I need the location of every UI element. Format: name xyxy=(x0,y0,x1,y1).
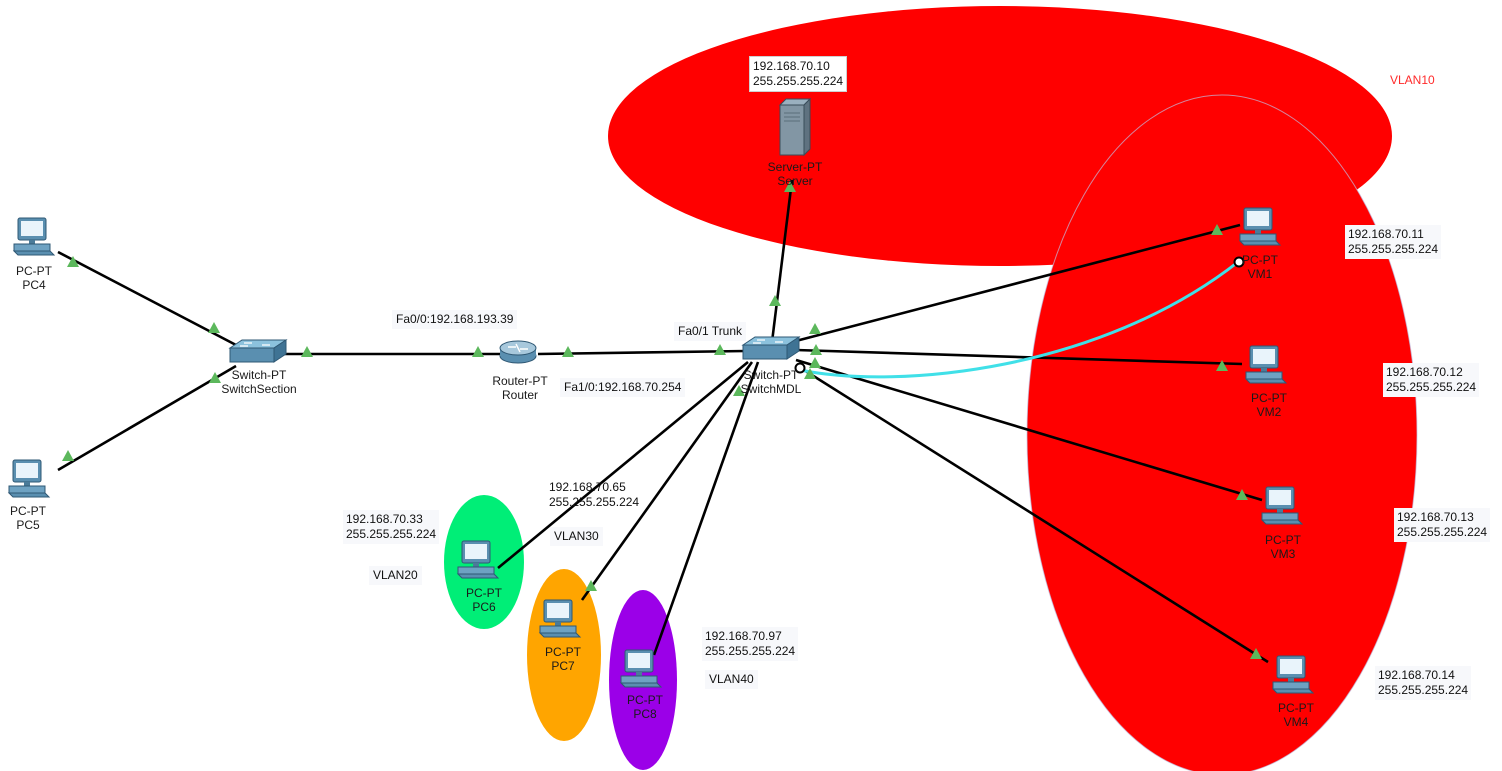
status-light xyxy=(562,346,574,357)
status-light xyxy=(804,368,816,379)
link-switchmdl-vm2[interactable] xyxy=(795,348,1243,366)
status-light xyxy=(1236,489,1248,500)
status-light xyxy=(67,256,79,267)
status-light xyxy=(784,181,796,192)
status-light xyxy=(809,357,821,368)
status-light xyxy=(1216,360,1228,371)
router-fa00-label: Fa0/0:192.168.193.39 xyxy=(392,310,518,329)
links xyxy=(57,179,1269,664)
pc4-icon[interactable] xyxy=(13,217,55,256)
link-switchmdl-vm1[interactable] xyxy=(791,223,1241,344)
status-light xyxy=(733,385,745,396)
vlan40-label: VLAN40 xyxy=(705,670,758,689)
switchmdl-icon[interactable] xyxy=(742,336,800,360)
server-icon[interactable] xyxy=(779,98,811,156)
console-cable[interactable] xyxy=(799,260,1239,379)
status-light xyxy=(301,346,313,357)
status-light xyxy=(714,344,726,355)
link-switchmdl-vm4[interactable] xyxy=(795,363,1269,664)
vlan10-zone-outline xyxy=(1026,94,1418,771)
link-switchmdl-pc7[interactable] xyxy=(580,361,754,601)
vlan10-zone-right xyxy=(1027,95,1417,771)
switch-fa01-label: Fa0/1 Trunk xyxy=(674,322,747,341)
console-port-switchmdl[interactable] xyxy=(794,362,806,374)
status-light xyxy=(809,323,821,334)
vlan10-label: VLAN10 xyxy=(1390,73,1435,87)
link-router-switchmdl[interactable] xyxy=(537,349,747,356)
router-fa10-label: Fa1/0:192.168.70.254 xyxy=(560,378,686,397)
status-light xyxy=(810,344,822,355)
console-port-vm1[interactable] xyxy=(1233,256,1245,268)
link-status-lights xyxy=(62,181,1262,659)
link-switchmdl-pc6[interactable] xyxy=(497,360,749,570)
vlan20-label: VLAN20 xyxy=(369,566,422,585)
status-light xyxy=(472,346,484,357)
link-switchmdl-server[interactable] xyxy=(770,179,794,343)
status-light xyxy=(1211,224,1223,235)
link-pc5-switchsection[interactable] xyxy=(57,364,237,472)
switchsection-icon[interactable] xyxy=(229,339,287,363)
status-light xyxy=(585,580,597,591)
vlan30-label: VLAN30 xyxy=(550,527,603,546)
link-switchmdl-vm3[interactable] xyxy=(795,358,1263,502)
status-light xyxy=(208,322,220,333)
link-pc4-switchsection[interactable] xyxy=(57,250,237,347)
router-icon[interactable] xyxy=(499,340,537,364)
status-light xyxy=(62,450,74,461)
pc5-icon[interactable] xyxy=(8,459,50,498)
link-switchmdl-pc8[interactable] xyxy=(652,361,760,656)
status-light xyxy=(769,295,781,306)
status-light xyxy=(1250,648,1262,659)
status-light xyxy=(209,372,221,383)
